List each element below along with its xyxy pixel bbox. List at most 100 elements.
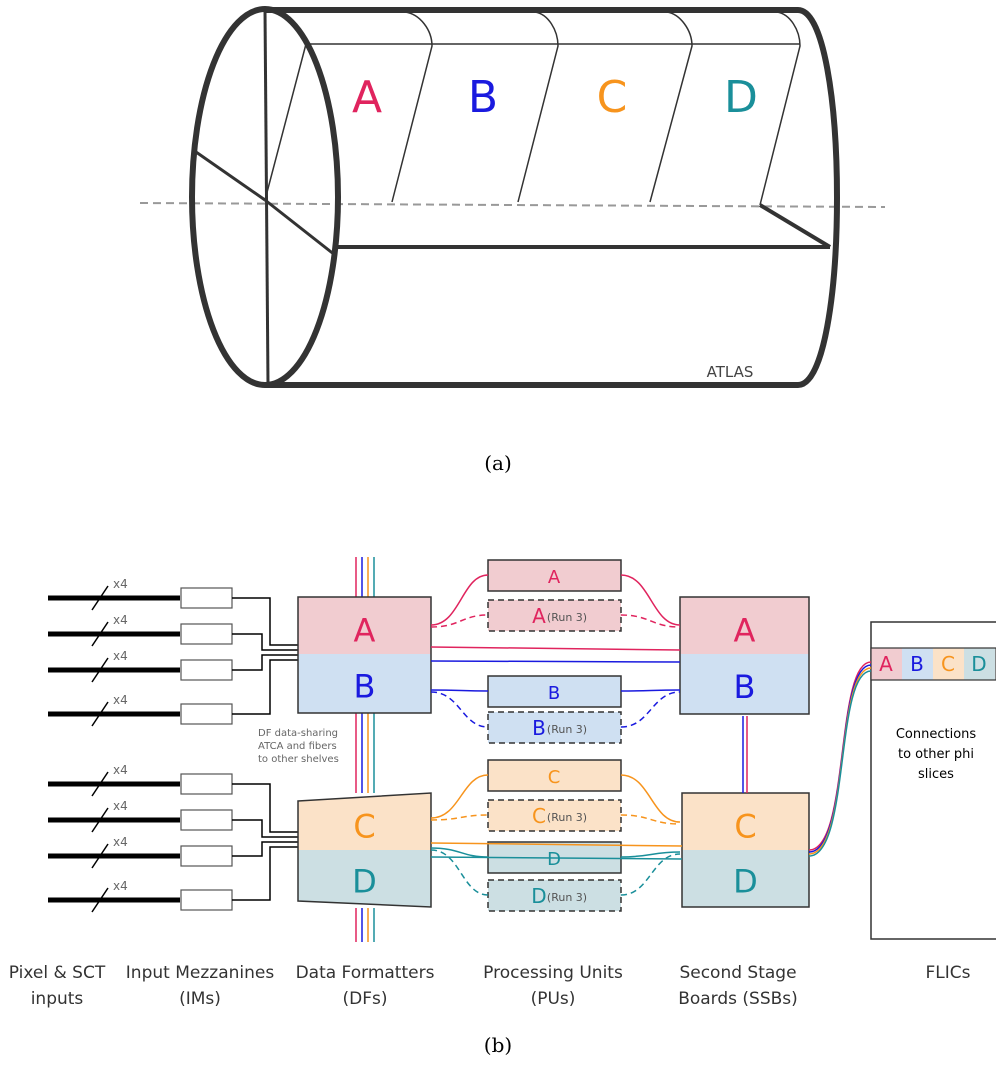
column-label: Second Stage (679, 963, 796, 983)
df-sharing-note: ATCA and fibers (258, 741, 337, 752)
df-pu-ssb-link (620, 574, 681, 626)
bus-width-label: x4 (113, 879, 128, 893)
pu-box (487, 599, 622, 632)
flic-note: to other phi (898, 747, 974, 762)
mezzanine-to-df-wire (232, 633, 298, 651)
column-label: Processing Units (483, 963, 623, 983)
sector-label-d: D (724, 72, 758, 123)
processing-unit: C (487, 759, 622, 792)
spoke-left (195, 150, 266, 202)
sector-label-c: C (597, 72, 628, 123)
pu-box (487, 675, 622, 708)
df-pu-ssb-link-run3 (620, 691, 681, 728)
processing-unit: A (487, 559, 622, 592)
flic-slot-border (870, 647, 996, 681)
board-sector-label: B (354, 668, 376, 706)
bus-slash-mark (91, 701, 109, 727)
bus-width-label: x4 (113, 613, 128, 627)
pu-box (487, 879, 622, 912)
pu-box (487, 711, 622, 744)
flic-slot (871, 648, 902, 680)
board-sector-label: A (354, 612, 376, 650)
board-top-half (298, 597, 431, 654)
bus-slash-mark (91, 887, 109, 913)
processing-unit-run3: D(Run 3) (487, 879, 622, 912)
pu-label: D (547, 849, 561, 870)
column-label: Pixel & SCT (9, 963, 106, 983)
bus-slash-mark (91, 771, 109, 797)
column-label-sub: inputs (31, 989, 84, 1009)
bus-width-label: x4 (113, 763, 128, 777)
input-mezzanine (180, 773, 233, 795)
pu-label: B (532, 716, 546, 740)
pu-run3-label: (Run 3) (547, 611, 587, 624)
input-mezzanine (180, 623, 233, 645)
column-label: Data Formatters (296, 963, 435, 983)
flic-slot-label: D (971, 652, 986, 676)
sector-divider-3 (649, 11, 693, 203)
df-pu-ssb-link (430, 574, 489, 626)
column-label-sub: Boards (SSBs) (678, 989, 798, 1009)
bus-slash-mark (91, 843, 109, 869)
processing-unit: B (487, 675, 622, 708)
board-sector-label: C (734, 808, 756, 846)
column-label-sub: (DFs) (343, 989, 388, 1009)
sector-divider-2 (517, 11, 559, 203)
board-sector-label: D (352, 863, 377, 901)
second-stage-board: CD (681, 792, 810, 908)
flic-slot-label: A (879, 652, 893, 676)
input-mezzanine (180, 703, 233, 725)
df-pu-ssb-link (620, 689, 681, 692)
column-label: Input Mezzanines (126, 963, 275, 983)
ssb-to-flic-link (808, 670, 872, 857)
pu-label: D (531, 884, 546, 908)
df-ssb-direct-link (430, 842, 683, 847)
column-label-sub: (IMs) (179, 989, 221, 1009)
column-label: FLICs (926, 963, 971, 983)
board-outline (297, 596, 432, 714)
ssb-to-flic-link (808, 664, 872, 853)
board-bottom-half (298, 850, 431, 907)
board-outline (297, 792, 432, 908)
bus-width-label: x4 (113, 799, 128, 813)
flic-slot (964, 648, 995, 680)
df-pu-ssb-link-run3 (430, 814, 489, 821)
board-top-half (682, 793, 809, 850)
mezzanine-to-df-wire (232, 654, 298, 671)
board-top-half (680, 597, 809, 654)
sector-label-b: B (468, 72, 498, 123)
second-stage-board: AB (679, 596, 810, 715)
flic-note: Connections (896, 727, 977, 742)
pu-label: A (548, 567, 561, 588)
flic-note: slices (918, 767, 954, 782)
pu-run3-label: (Run 3) (547, 891, 587, 904)
pu-label: B (548, 683, 560, 704)
input-mezzanine (180, 845, 233, 867)
df-pu-ssb-link-run3 (620, 614, 681, 628)
bus-slash-mark (91, 807, 109, 833)
processing-unit-run3: B(Run 3) (487, 711, 622, 744)
pu-label: A (532, 604, 546, 628)
barrel-left-end (189, 6, 341, 388)
flic-slot-label: C (941, 652, 955, 676)
caption-a: (a) (484, 451, 512, 475)
data-formatter-board: AB (297, 596, 432, 714)
bus-slash-mark (91, 585, 109, 611)
bus-width-label: x4 (113, 693, 128, 707)
board-top-half (298, 793, 431, 850)
board-outline (679, 596, 810, 715)
board-bottom-half (298, 654, 431, 713)
flic-slot-label: B (910, 652, 924, 676)
flic-slot (902, 648, 933, 680)
df-ssb-direct-link (430, 856, 683, 860)
mezzanine-to-df-wire (232, 846, 298, 901)
input-mezzanine (180, 659, 233, 681)
ssb-to-flic-link (808, 661, 872, 851)
barrel-right-end (797, 7, 840, 388)
pu-label: C (548, 767, 561, 788)
spoke-right (264, 198, 336, 257)
bus-width-label: x4 (113, 577, 128, 591)
bus-width-label: x4 (113, 835, 128, 849)
mezzanine-to-df-wire (232, 819, 298, 838)
